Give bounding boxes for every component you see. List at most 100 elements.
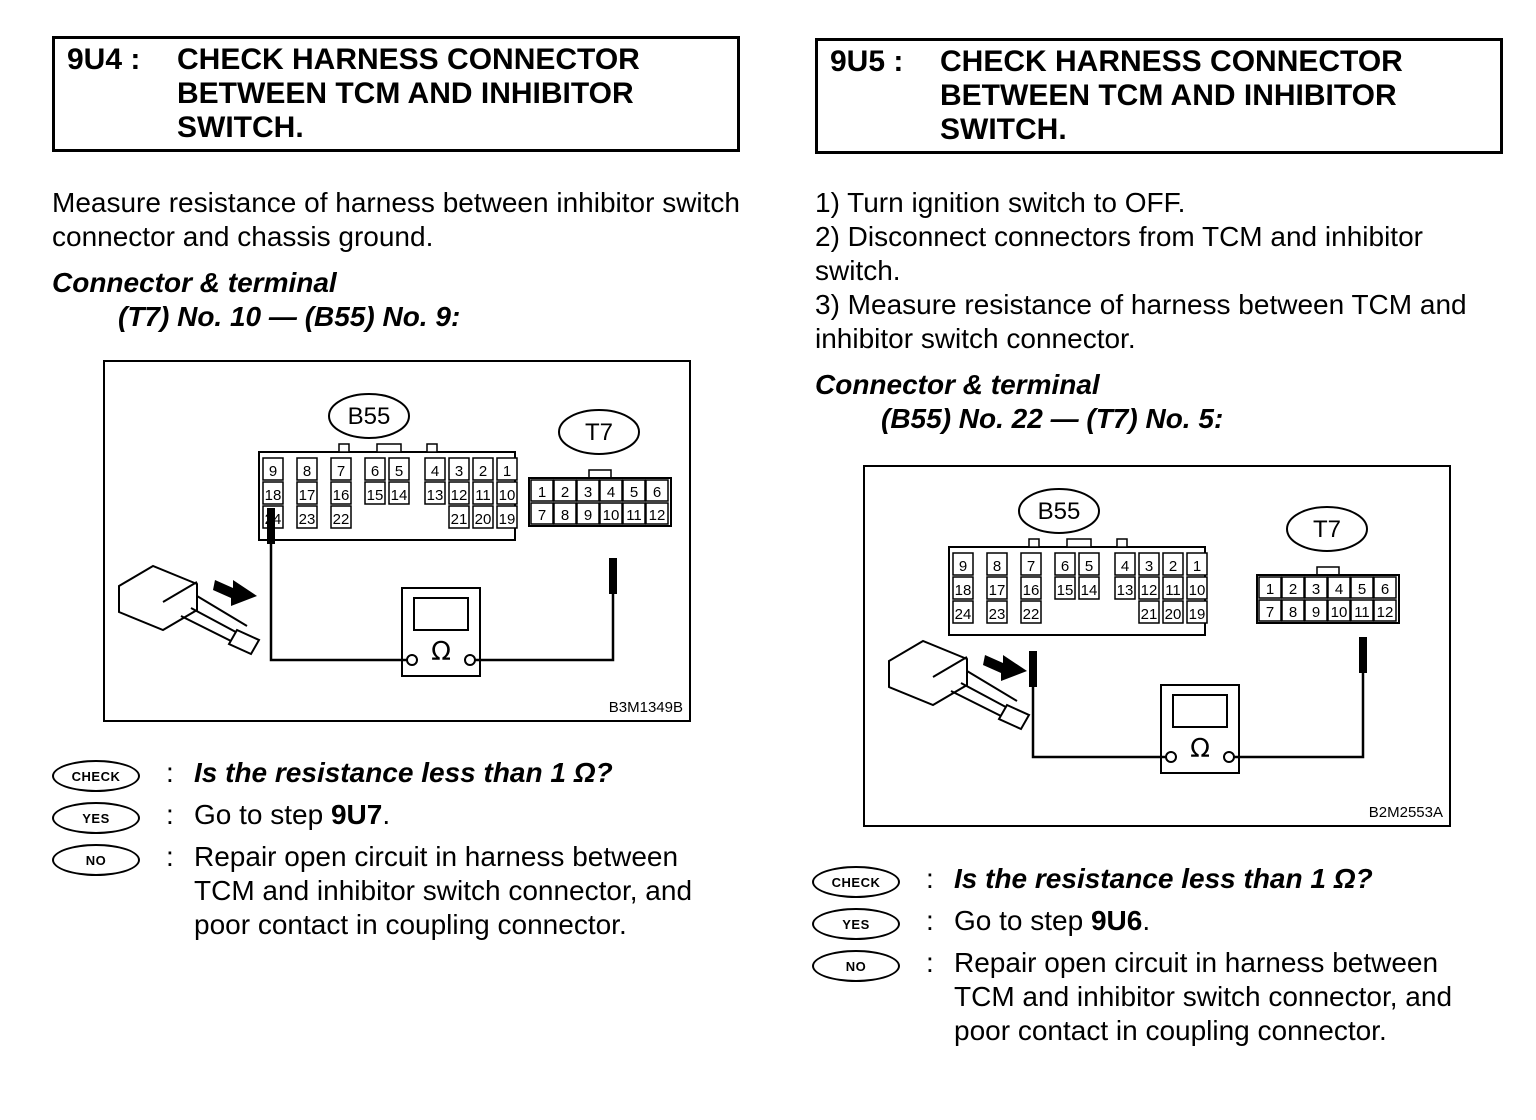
terminal-cell — [262, 457, 284, 481]
connector-b55-label: B55 — [348, 403, 391, 430]
probe-tip — [1029, 651, 1037, 687]
connector-tab — [588, 469, 612, 479]
check-row: CHECK : Is the resistance less than 1 Ω? — [52, 756, 740, 792]
connector-spec: (T7) No. 10 — (B55) No. 9: — [118, 301, 461, 332]
terminal-label: 3 — [1312, 581, 1320, 598]
terminal-label: 10 — [499, 487, 516, 504]
terminal-cell — [530, 502, 554, 525]
terminal-label: 4 — [607, 484, 615, 501]
step-code: 9U4 : — [67, 43, 141, 76]
terminal-cell — [645, 479, 669, 502]
terminal-cell — [1138, 552, 1160, 576]
terminal-label: 2 — [479, 463, 487, 480]
terminal-cell — [448, 457, 470, 481]
separator-colon: : — [166, 841, 174, 872]
terminal-label: 14 — [391, 487, 408, 504]
terminal-cell — [1304, 576, 1328, 599]
terminal-cell — [1020, 600, 1042, 624]
connector-tab — [426, 443, 438, 453]
terminal-label: 5 — [395, 463, 403, 480]
terminal-cell — [530, 479, 554, 502]
terminal-cell — [622, 502, 646, 525]
separator-colon: : — [926, 905, 934, 936]
terminal-label: 18 — [955, 582, 972, 599]
step-header-box: 9U5 : CHECK HARNESS CONNECTOR BETWEEN TC… — [815, 38, 1503, 154]
probe-lead — [1031, 651, 1166, 759]
terminal-label: 22 — [333, 511, 350, 528]
terminal-label: 14 — [1081, 582, 1098, 599]
terminal-label: 3 — [455, 463, 463, 480]
separator-colon: : — [166, 799, 174, 830]
terminal-cell — [496, 481, 518, 505]
connector-b55-callout — [1018, 488, 1100, 534]
step-link-9u6[interactable]: 9U6 — [1090, 905, 1143, 936]
separator-colon: : — [926, 947, 934, 978]
terminal-cell — [496, 505, 518, 529]
terminal-cell — [1186, 600, 1208, 624]
terminal-cell — [1162, 576, 1184, 600]
terminal-label: 15 — [367, 487, 384, 504]
terminal-label: 9 — [584, 507, 592, 524]
answer-block-9u4: CHECK : Is the resistance less than 1 Ω?… — [52, 756, 740, 942]
harness-connector-icon — [888, 639, 968, 707]
step-link-9u7[interactable]: 9U7 — [330, 799, 383, 830]
terminal-label: 4 — [1335, 581, 1343, 598]
yes-badge-icon: YES — [52, 802, 140, 834]
terminal-cell — [388, 457, 410, 481]
terminal-label: 5 — [630, 484, 638, 501]
terminal-cell — [1350, 599, 1374, 622]
yes-prefix: Go to step — [954, 905, 1091, 936]
terminal-cell — [472, 457, 494, 481]
terminal-cell — [330, 481, 352, 505]
step-code: 9U5 : — [830, 45, 904, 78]
connector-b55-callout — [328, 393, 410, 439]
terminal-label: 9 — [959, 558, 967, 575]
step-title: CHECK HARNESS CONNECTOR BETWEEN TCM AND … — [940, 45, 1403, 146]
connector-t7-label: T7 — [585, 419, 613, 446]
connector-heading: Connector & terminal — [52, 267, 337, 298]
terminal-cell — [1138, 576, 1160, 600]
connector-tab — [1316, 566, 1340, 576]
terminal-cell — [1020, 552, 1042, 576]
yes-prefix: Go to step — [194, 799, 331, 830]
terminal-cell — [424, 457, 446, 481]
terminal-label: 4 — [1121, 558, 1129, 575]
ohm-symbol: Ω — [431, 637, 451, 667]
terminal-label: 19 — [1189, 606, 1206, 623]
step-title: CHECK HARNESS CONNECTOR BETWEEN TCM AND … — [177, 43, 640, 144]
wiring-diagram-9u4: B559876543211817161514131211102423222120… — [103, 360, 691, 722]
terminal-label: 18 — [265, 487, 282, 504]
terminal-cell — [1186, 552, 1208, 576]
terminal-cell — [448, 481, 470, 505]
terminal-cell — [424, 481, 446, 505]
check-question: Is the resistance less than 1 Ω? — [954, 863, 1373, 894]
harness-sleeve-icon — [997, 703, 1031, 731]
terminal-label: 21 — [1141, 606, 1158, 623]
no-badge-icon: NO — [812, 950, 900, 982]
no-answer: Repair open circuit in harness between T… — [954, 947, 1453, 1046]
terminal-cell — [1258, 576, 1282, 599]
terminal-cell — [296, 457, 318, 481]
terminal-label: 16 — [1023, 582, 1040, 599]
procedure-step: 2) Disconnect connectors from TCM and in… — [815, 221, 1423, 286]
terminal-cell — [1373, 599, 1397, 622]
terminal-label: 1 — [1193, 558, 1201, 575]
terminal-cell — [496, 457, 518, 481]
terminal-label: 1 — [538, 484, 546, 501]
yes-row: YES : Go to step 9U6. — [812, 904, 1500, 940]
meter-terminal — [1223, 751, 1235, 763]
no-row: NO : Repair open circuit in harness betw… — [812, 946, 1500, 1048]
terminal-label: 11 — [1165, 582, 1181, 599]
check-question: Is the resistance less than 1 Ω? — [194, 757, 613, 788]
probe-tip — [1359, 637, 1367, 673]
harness-connector-icon — [162, 581, 198, 603]
terminal-cell — [599, 479, 623, 502]
terminal-cell — [1162, 552, 1184, 576]
terminal-cell — [388, 481, 410, 505]
terminal-label: 17 — [299, 487, 316, 504]
figure-id: B2M2553A — [1369, 804, 1443, 821]
check-row: CHECK : Is the resistance less than 1 Ω? — [812, 862, 1500, 898]
connector-tab — [338, 443, 350, 453]
probe-tip — [267, 508, 275, 544]
